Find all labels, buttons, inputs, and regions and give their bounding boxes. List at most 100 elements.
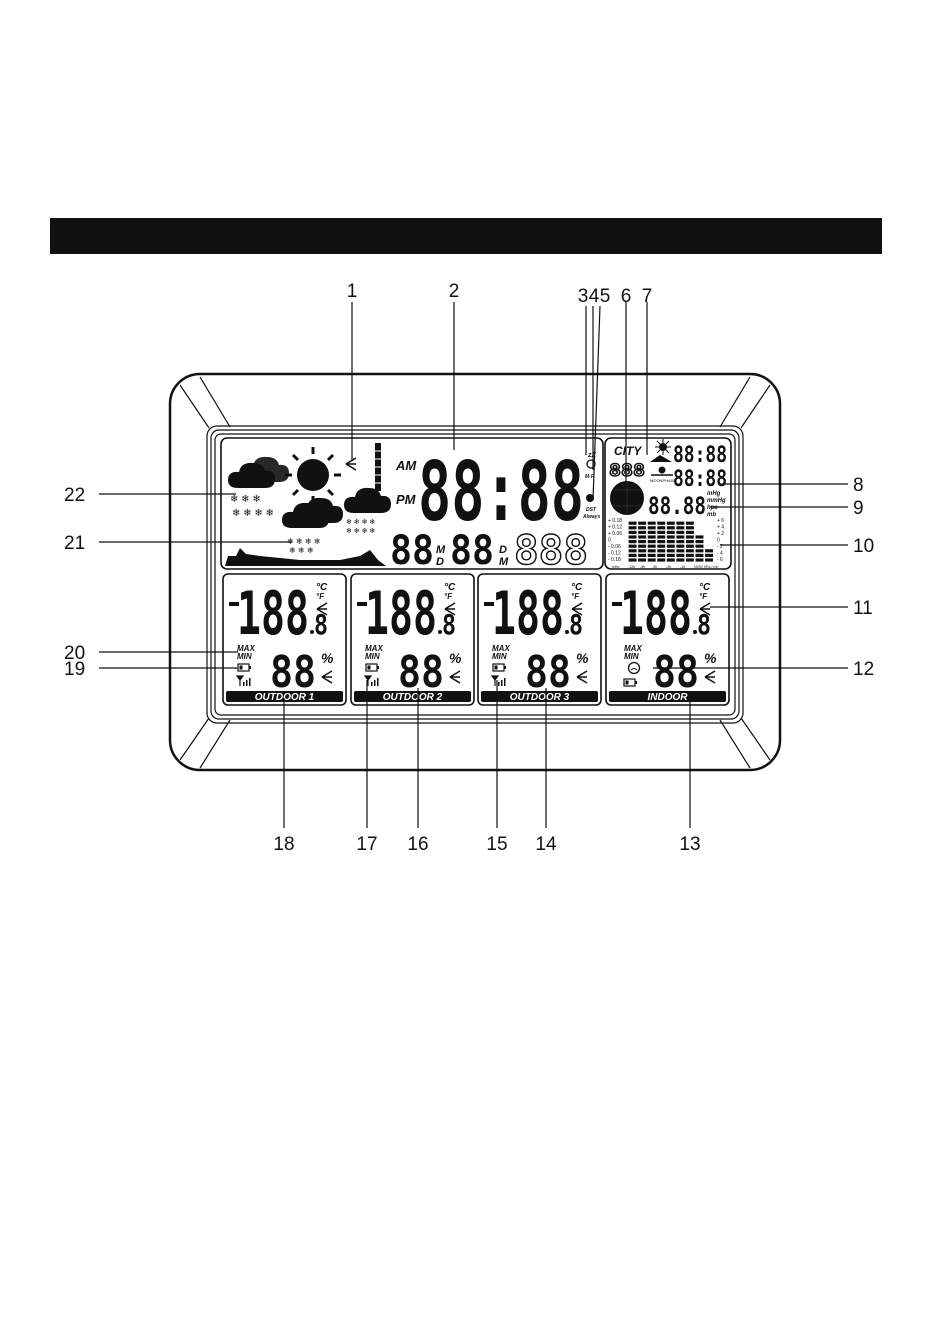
humidity-value: 88 xyxy=(270,647,316,698)
callout-7: 7 xyxy=(642,286,653,307)
left-scale-tick: - 0.12 xyxy=(608,551,621,557)
pressure-history-chart: + 0.18+ 0.12+ 0.060- 0.06- 0.12- 0.18 + … xyxy=(608,518,724,569)
callout-21: 21 xyxy=(64,533,85,554)
channel-name: OUTDOOR 1 xyxy=(255,692,315,703)
history-bar xyxy=(628,521,637,562)
max-label: MAX xyxy=(237,644,255,653)
date-display: 88 M D 88 D M 888 xyxy=(390,527,589,574)
am-indicator: AM xyxy=(395,458,417,473)
history-bar xyxy=(638,521,647,562)
history-bar xyxy=(705,549,713,562)
weather-forecast-icons: ❄ ❄ ❄ ❄ ❄ ❄ ❄ ❄ ❄ ❄ ❄ ❄ ❄ ❄ ❄ ❄ ❄ ❄ ❄ ❄ … xyxy=(225,447,391,566)
dst-clock-icon xyxy=(586,494,594,502)
alarm-icons: zZ M-F DST Always xyxy=(582,452,600,520)
svg-text:❄ ❄ ❄ ❄: ❄ ❄ ❄ ❄ xyxy=(346,518,375,526)
header-bar xyxy=(50,218,882,254)
fahrenheit-unit: °F xyxy=(699,592,708,601)
left-scale-tick: + 0.06 xyxy=(608,531,622,537)
snooze-indicator: zZ xyxy=(587,452,597,459)
percent-unit: % xyxy=(449,650,462,666)
city-pressure-panel xyxy=(604,437,732,570)
left-scale-tick: + 0.18 xyxy=(608,518,622,524)
temperature-value: 188 xyxy=(492,579,564,649)
percent-unit: % xyxy=(576,650,589,666)
right-scale-tick: 0 xyxy=(717,538,720,544)
left-scale-tick: - 0.06 xyxy=(608,544,621,550)
callout-13: 13 xyxy=(679,834,700,855)
temperature-decimal: 8 xyxy=(442,608,456,641)
callout-9: 9 xyxy=(853,498,864,519)
celsius-unit: °C xyxy=(571,582,583,593)
pm-indicator: PM xyxy=(396,492,417,507)
history-x-label: -3h xyxy=(652,565,657,569)
callout-11: 11 xyxy=(853,598,873,619)
min-label: MIN xyxy=(365,652,380,661)
right-scale-tick: + 2 xyxy=(717,531,724,537)
minus-sign xyxy=(612,602,622,606)
history-left-scale: + 0.18+ 0.12+ 0.060- 0.06- 0.12- 0.18 xyxy=(608,518,622,563)
small-cloud-icon: ❄ ❄ ❄ ❄ ❄ ❄ ❄ ❄ xyxy=(344,487,391,535)
channel-name: OUTDOOR 2 xyxy=(383,692,443,703)
percent-unit: % xyxy=(321,650,334,666)
humidity-value: 88 xyxy=(525,647,571,698)
channel-name-bar xyxy=(609,691,726,702)
svg-text:❄ ❄ ❄ ❄: ❄ ❄ ❄ ❄ xyxy=(346,527,375,535)
radio-signal-indicator xyxy=(345,443,381,491)
city-panel: CITY 888 88:88 MOONPHASE 88:88 88.88 inH… xyxy=(608,439,727,520)
min-label: MIN xyxy=(624,652,639,661)
history-right-scale: + 6+ 4+ 20- 2- 4- 6 xyxy=(717,518,724,563)
history-x-label: NOW xyxy=(694,565,703,569)
callout-leaders xyxy=(99,302,848,828)
history-x-label: inHg xyxy=(612,565,619,569)
callout-20: 20 xyxy=(64,643,85,664)
fahrenheit-unit: °F xyxy=(444,592,453,601)
min-label: MIN xyxy=(492,652,507,661)
callout-15: 15 xyxy=(486,834,507,855)
clock-time: 88:88 xyxy=(418,445,584,540)
date-m-label: M xyxy=(436,544,446,556)
temperature-decimal: 8 xyxy=(697,608,711,641)
right-scale-tick: - 4 xyxy=(717,551,723,557)
landscape-icon xyxy=(225,548,386,566)
unit-mmhg: mmHg xyxy=(707,498,726,504)
comfort-face-icon xyxy=(627,661,641,675)
svg-text:❄ ❄ ❄ ❄: ❄ ❄ ❄ ❄ xyxy=(287,537,320,546)
sunrise-icon xyxy=(650,439,672,462)
callout-12: 12 xyxy=(853,659,874,680)
temperature-decimal: 8 xyxy=(314,608,328,641)
callout-4: 4 xyxy=(589,286,600,307)
channel-name-bar xyxy=(226,691,343,702)
history-bar xyxy=(647,521,656,562)
history-x-label: -2h xyxy=(666,565,671,569)
history-bar xyxy=(666,521,675,562)
channel-name-bar xyxy=(354,691,471,702)
weekday-alarm-indicator: M-F xyxy=(585,474,595,480)
temperature-decimal: 8 xyxy=(569,608,583,641)
left-scale-tick: 0 xyxy=(608,538,611,544)
sunset-time: 88:88 xyxy=(673,467,727,492)
callout-5: 5 xyxy=(600,286,611,307)
history-x-label: -6h xyxy=(640,565,645,569)
sunset-icon xyxy=(651,466,673,476)
callout-16: 16 xyxy=(407,834,428,855)
history-bar xyxy=(676,521,685,562)
alarm-clock-icon xyxy=(586,459,596,469)
always-indicator: Always xyxy=(582,514,600,520)
celsius-unit: °C xyxy=(444,582,456,593)
temperature-value: 188 xyxy=(237,579,309,649)
history-x-label: -12h xyxy=(628,565,635,569)
city-code: 888 xyxy=(609,461,645,481)
humidity-value: 88 xyxy=(398,647,444,698)
callout-numbers: 1 2 3 4 5 6 7 8 9 10 11 12 13 14 15 16 1… xyxy=(64,281,874,855)
min-label: MIN xyxy=(237,652,252,661)
history-x-label: -1h xyxy=(680,565,685,569)
callout-18: 18 xyxy=(273,834,294,855)
date-d-label: D xyxy=(436,556,444,568)
moonphase-label: MOONPHASE xyxy=(650,478,676,483)
